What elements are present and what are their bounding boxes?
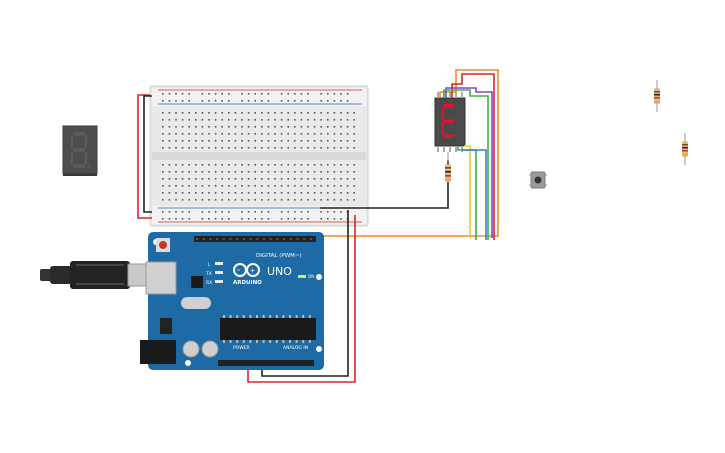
- segment-dp: [87, 166, 90, 169]
- breadboard-holes: [162, 93, 355, 220]
- wire-green-b[interactable]: [443, 89, 489, 240]
- digital-header: [196, 238, 312, 240]
- resistor-free-2[interactable]: [682, 133, 688, 165]
- segment-b: [85, 134, 87, 149]
- reset-button[interactable]: [159, 241, 167, 249]
- arduino-uno-board[interactable]: L TX RX ON DIGITAL (PWM~) – + UNO ARDUIN…: [140, 232, 324, 370]
- segment-d: [443, 134, 455, 138]
- segment-b: [454, 106, 457, 120]
- segment-c: [454, 122, 457, 136]
- l-label: L: [208, 262, 211, 268]
- wire-yellow[interactable]: [464, 145, 471, 238]
- wire-red-rail[interactable]: [137, 94, 152, 219]
- wire-red-a[interactable]: [451, 73, 495, 240]
- resistor-free-1[interactable]: [654, 80, 660, 112]
- segment-f: [71, 134, 73, 149]
- on-label: ON: [308, 274, 314, 279]
- chip-pins: [223, 315, 311, 343]
- analog-label: ANALOG IN: [283, 345, 308, 351]
- wire-black-rail[interactable]: [143, 95, 152, 213]
- wire-green[interactable]: [457, 146, 477, 240]
- segment-g: [443, 119, 455, 123]
- segment-e: [71, 151, 73, 166]
- segment-g: [73, 148, 85, 152]
- arduino-logo-icon: [233, 263, 260, 277]
- brand-label: ARDUINO: [233, 280, 262, 286]
- segment-d: [73, 164, 85, 168]
- segment-e: [441, 122, 444, 136]
- wire-red-5v[interactable]: [247, 215, 356, 383]
- svg-text:+: +: [250, 268, 255, 275]
- resistor-display[interactable]: [445, 152, 451, 182]
- unused-display-segments: [71, 132, 90, 169]
- tx-label: TX: [205, 271, 212, 277]
- segment-dp: [456, 136, 459, 139]
- rx-label: RX: [206, 280, 212, 286]
- segment-f: [441, 106, 444, 120]
- wire-orange[interactable]: [265, 69, 499, 237]
- seven-segment-display-unused[interactable]: [62, 125, 98, 176]
- digital-label: DIGITAL (PWM~): [256, 253, 302, 259]
- breadboard[interactable]: [149, 85, 369, 227]
- power-label: POWER: [233, 345, 250, 351]
- segment-a: [443, 104, 455, 108]
- segment-a: [73, 132, 85, 136]
- segment-c: [85, 151, 87, 166]
- wire-blue[interactable]: [462, 149, 487, 240]
- push-button[interactable]: [529, 171, 547, 189]
- svg-text:–: –: [237, 267, 240, 274]
- seven-segment-display[interactable]: [434, 92, 466, 152]
- model-label: UNO: [267, 265, 292, 278]
- display-segments: [441, 104, 459, 139]
